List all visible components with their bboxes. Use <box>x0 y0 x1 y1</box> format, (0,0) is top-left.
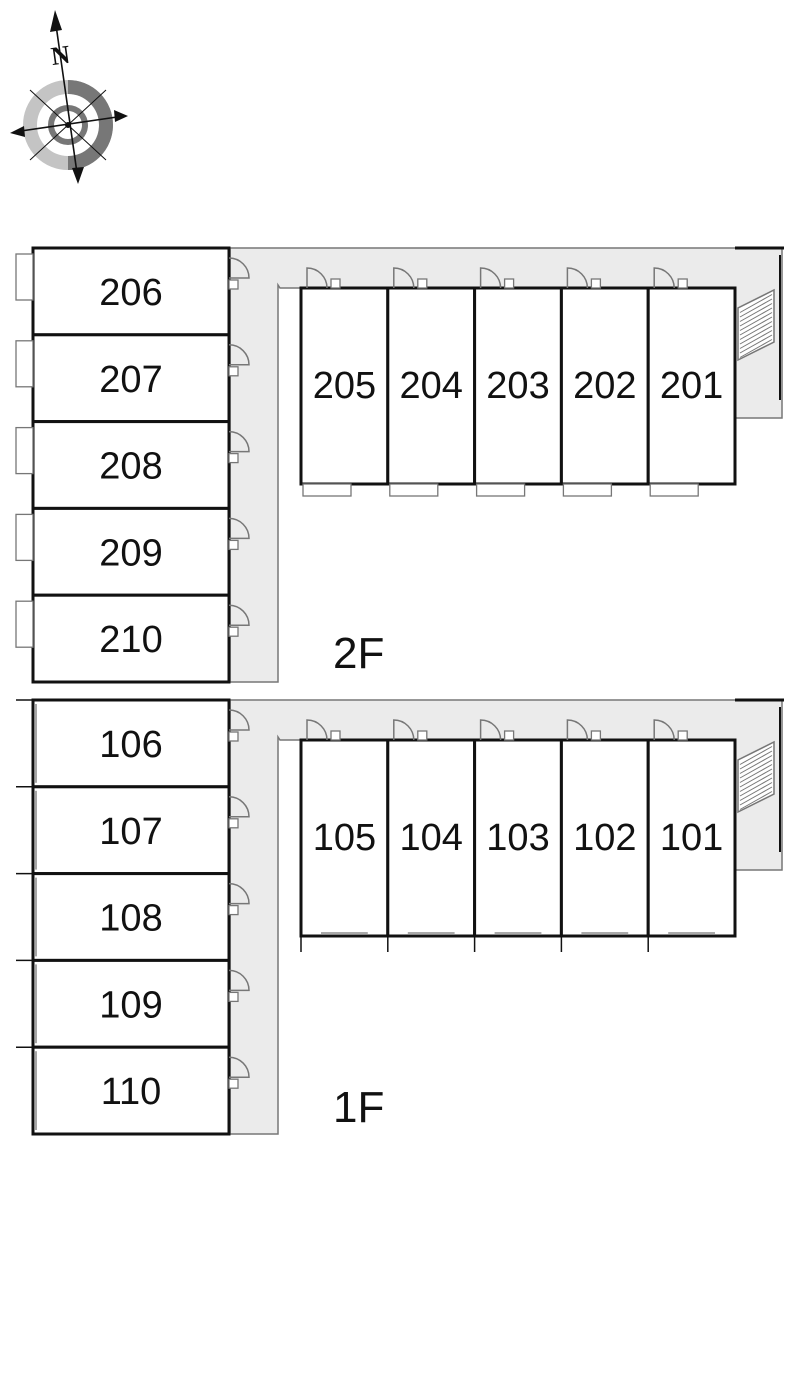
room-number: 201 <box>660 365 723 407</box>
room-number: 102 <box>573 817 636 859</box>
room-number: 110 <box>101 1071 162 1113</box>
room-102 <box>559 738 650 938</box>
north-label: N <box>49 40 72 71</box>
room-number: 106 <box>99 724 162 766</box>
room-206 <box>31 246 231 337</box>
balcony <box>15 426 34 475</box>
balcony <box>302 483 352 497</box>
room-number: 202 <box>573 365 636 407</box>
room-210 <box>31 593 231 684</box>
room-105 <box>299 738 390 938</box>
room-number: 104 <box>399 817 462 859</box>
room-number: 107 <box>99 811 162 853</box>
balcony <box>15 340 34 388</box>
room-204 <box>386 286 477 486</box>
room-number: 206 <box>99 272 162 314</box>
floor-1f: 106 107 108 109 110 105 104 103 102 101 1F <box>16 698 784 1136</box>
room-number: 207 <box>99 359 162 401</box>
room-104 <box>386 738 477 938</box>
floor-2f: 206 207 208 209 210 205 204 203 202 201 2F <box>15 246 784 684</box>
room-110 <box>31 1045 231 1136</box>
balcony <box>389 483 439 497</box>
room-number: 101 <box>660 817 723 859</box>
room-number: 108 <box>99 898 162 940</box>
balcony <box>649 483 699 497</box>
room-number: 103 <box>486 817 549 859</box>
balcony <box>562 483 613 497</box>
room-number: 210 <box>99 619 162 661</box>
room-number: 209 <box>99 532 162 574</box>
room-number: 105 <box>313 817 376 859</box>
balcony <box>15 253 34 301</box>
room-106 <box>31 698 231 789</box>
room-number: 205 <box>313 365 376 407</box>
room-103 <box>473 738 563 938</box>
room-108 <box>31 872 231 962</box>
room-number: 208 <box>99 446 162 488</box>
room-205 <box>299 286 390 486</box>
balcony <box>15 600 34 648</box>
balcony <box>15 513 34 562</box>
balcony <box>475 483 526 497</box>
room-number: 203 <box>486 365 549 407</box>
room-number: 109 <box>99 984 162 1026</box>
floor-label: 2F <box>333 629 384 678</box>
room-101 <box>646 738 737 938</box>
floor-label: 1F <box>333 1083 384 1132</box>
room-number: 204 <box>399 365 462 407</box>
compass-rose-icon: N <box>10 10 128 184</box>
